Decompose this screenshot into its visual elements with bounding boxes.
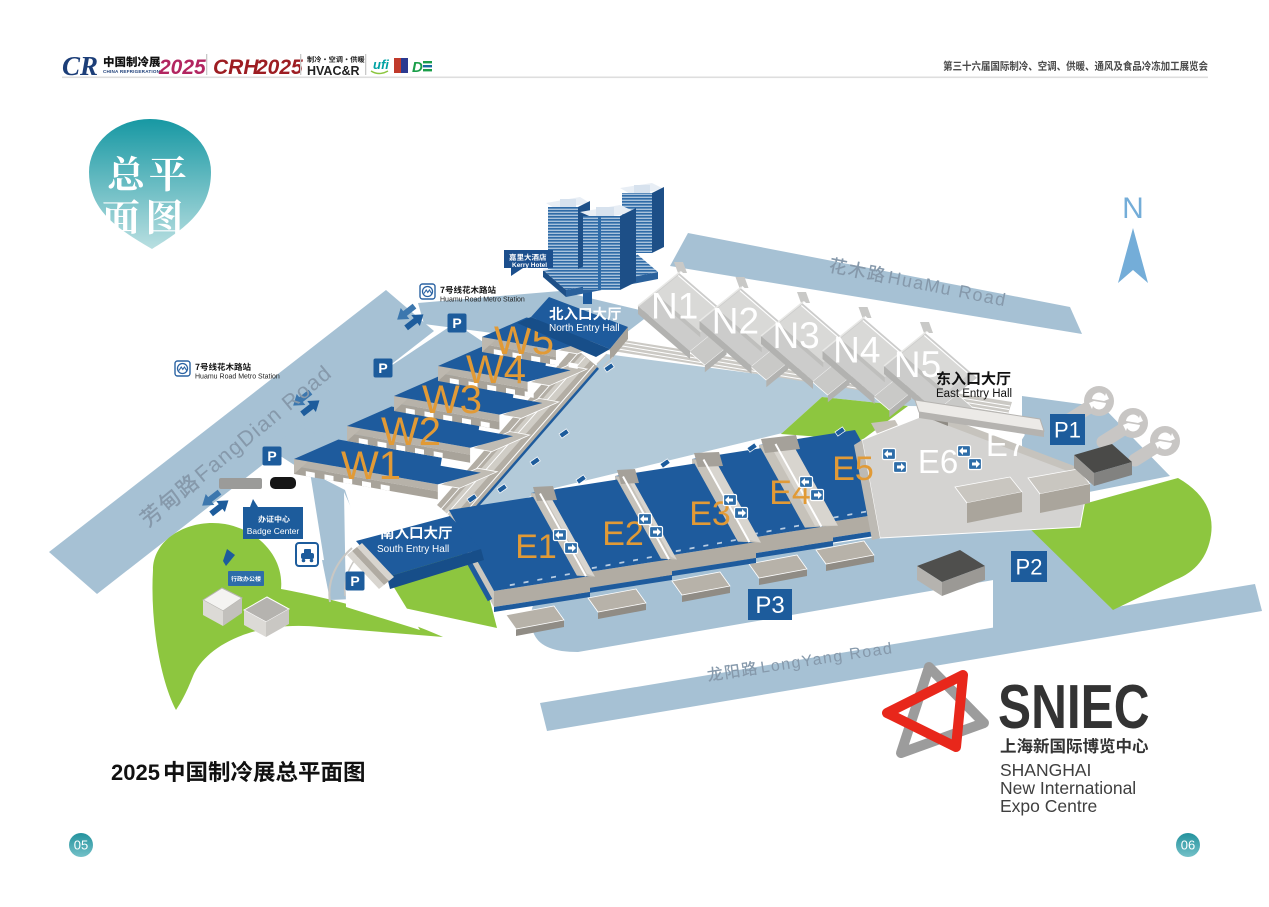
svg-text:SHANGHAI: SHANGHAI xyxy=(1000,760,1091,780)
svg-text:N2: N2 xyxy=(712,300,759,341)
svg-text:East Entry Hall: East Entry Hall xyxy=(936,388,1012,400)
svg-text:P3: P3 xyxy=(755,592,784,619)
svg-text:N: N xyxy=(1122,192,1144,225)
svg-text:N4: N4 xyxy=(833,330,880,371)
svg-text:2025: 2025 xyxy=(111,760,160,785)
svg-text:Huamu Road Metro Station: Huamu Road Metro Station xyxy=(195,374,280,381)
svg-text:D: D xyxy=(412,59,423,76)
svg-text:E5: E5 xyxy=(832,450,874,488)
svg-text:2025: 2025 xyxy=(255,56,303,79)
svg-text:New International: New International xyxy=(1000,778,1136,798)
svg-text:05: 05 xyxy=(74,838,88,853)
svg-text:Huamu Road Metro Station: Huamu Road Metro Station xyxy=(440,297,525,304)
svg-text:06: 06 xyxy=(1181,838,1195,853)
svg-text:P1: P1 xyxy=(1054,417,1081,442)
svg-text:SNIEC: SNIEC xyxy=(998,672,1150,742)
svg-text:Kerry Hotel: Kerry Hotel xyxy=(512,262,547,269)
svg-text:W2: W2 xyxy=(381,410,441,454)
svg-text:2025: 2025 xyxy=(158,56,206,79)
svg-text:W1: W1 xyxy=(341,444,401,488)
svg-text:South Entry Hall: South Entry Hall xyxy=(377,544,449,555)
svg-text:HVAC&R: HVAC&R xyxy=(307,64,360,78)
svg-text:P2: P2 xyxy=(1016,554,1043,579)
svg-text:North Entry Hall: North Entry Hall xyxy=(549,323,620,334)
svg-text:P: P xyxy=(267,448,276,464)
svg-text:Badge Center: Badge Center xyxy=(247,526,300,536)
svg-text:E1: E1 xyxy=(515,528,557,566)
svg-text:W3: W3 xyxy=(422,378,482,422)
svg-text:N3: N3 xyxy=(772,315,819,356)
svg-text:P: P xyxy=(350,573,359,589)
svg-text:ufi: ufi xyxy=(373,57,389,72)
svg-text:Expo Centre: Expo Centre xyxy=(1000,796,1097,816)
svg-text:E2: E2 xyxy=(602,515,644,553)
svg-text:P: P xyxy=(452,315,461,331)
svg-text:E6: E6 xyxy=(918,443,958,480)
svg-text:CRH: CRH xyxy=(213,56,259,79)
svg-text:P: P xyxy=(378,360,387,376)
svg-text:W4: W4 xyxy=(466,348,526,392)
svg-text:CR: CR xyxy=(62,51,98,81)
svg-text:CHINA REFRIGERATION: CHINA REFRIGERATION xyxy=(103,69,161,74)
svg-text:N1: N1 xyxy=(651,286,698,327)
svg-text:N5: N5 xyxy=(894,344,941,385)
